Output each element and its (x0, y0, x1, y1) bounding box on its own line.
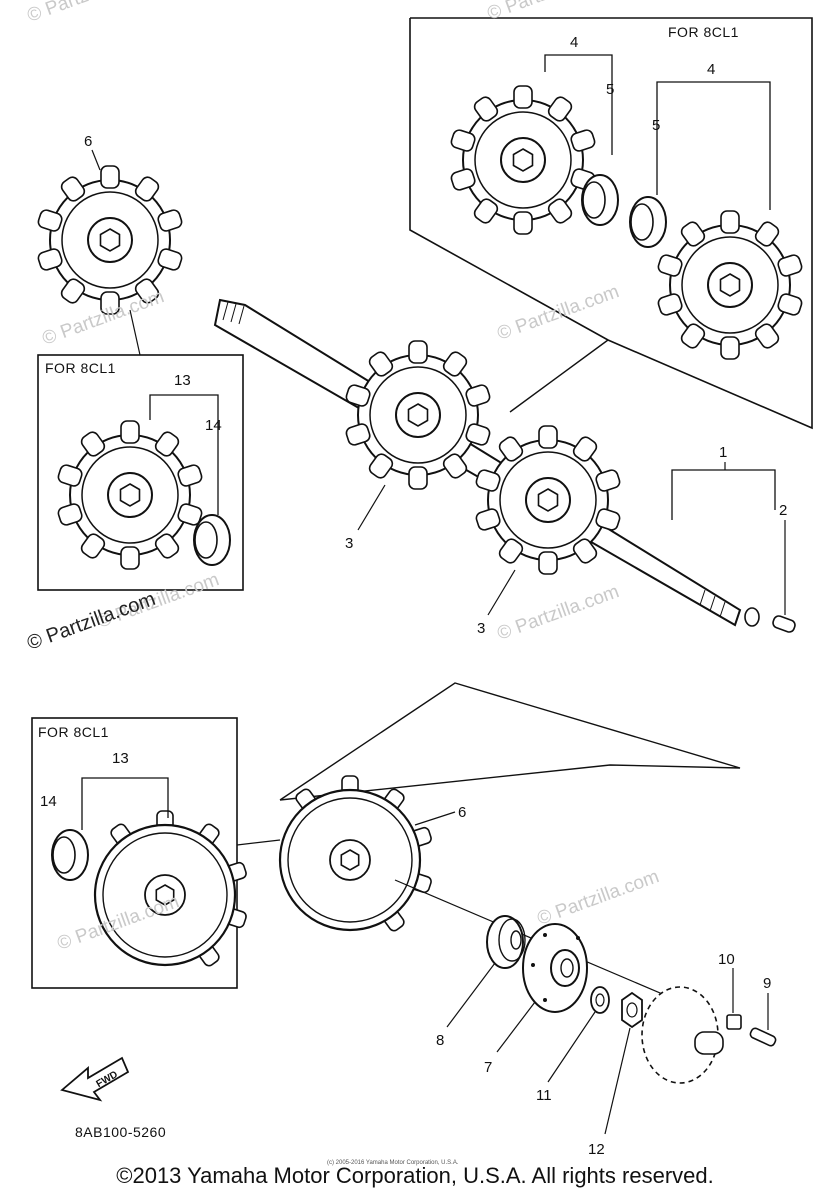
small-print: (c) 2005-2016 Yamaha Motor Corporation, … (327, 1160, 459, 1166)
sprocket-4a (448, 85, 598, 235)
bushing-5b (629, 196, 667, 248)
sprocket-4b (655, 210, 805, 360)
bracket-13-bottom (81, 777, 169, 830)
part-label-6-top: 6 (84, 133, 92, 150)
leader-8 (446, 962, 496, 1028)
diagram-code: 8AB100-5260 (75, 1124, 166, 1140)
part-label-5a: 5 (606, 81, 614, 98)
leader-12 (604, 1027, 631, 1135)
part-label-14-left: 14 (205, 417, 222, 434)
leader-6-bottom (414, 811, 456, 826)
nut-10 (726, 1014, 742, 1030)
part-label-6-bottom: 6 (458, 804, 466, 821)
drive-shaft (213, 298, 760, 627)
washer-11 (590, 986, 610, 1014)
part-label-10: 10 (718, 951, 735, 968)
box-title-left: FOR 8CL1 (45, 360, 116, 376)
leader-3b (487, 569, 516, 616)
part-label-8: 8 (436, 1032, 444, 1049)
part-label-3a: 3 (345, 535, 353, 552)
bushing-14-bottom (51, 829, 89, 881)
box-title-bottom-left: FOR 8CL1 (38, 724, 109, 740)
bracket-13-left (149, 394, 219, 515)
leader-3a (357, 484, 386, 531)
bracket-1 (671, 469, 776, 520)
bushing-14-left (193, 514, 231, 566)
wheel-6-bottom (278, 774, 434, 934)
sprocket-3b (473, 425, 623, 575)
copyright-footer: ©2013 Yamaha Motor Corporation, U.S.A. A… (116, 1163, 714, 1188)
inset-pointer-left (129, 309, 141, 356)
part-label-2: 2 (779, 502, 787, 519)
inset-box-top-right (409, 17, 813, 430)
part-label-13-bottom: 13 (112, 750, 129, 767)
box-title-top-right: FOR 8CL1 (668, 24, 739, 40)
part-label-7: 7 (484, 1059, 492, 1076)
bolt-9 (749, 1027, 777, 1047)
watermark-8: © Partzilla (25, 0, 114, 27)
part-label-1: 1 (719, 444, 727, 461)
watermark-4: © Partzilla.com (535, 866, 662, 930)
part-label-3b: 3 (477, 620, 485, 637)
hub-cap (641, 986, 724, 1084)
set-screw-2 (772, 615, 796, 633)
part-label-14-bottom: 14 (40, 793, 57, 810)
inset-pointer-bottom (279, 682, 741, 801)
bearing-8 (486, 915, 526, 969)
watermark-2: © Partzilla.com (495, 581, 622, 645)
bracket-4a (544, 54, 613, 155)
inset-box-bottom-left (31, 717, 238, 989)
leader-6-top (91, 149, 101, 171)
part-label-11: 11 (536, 1087, 552, 1104)
watermark-7: © Partzilla.com (485, 0, 612, 25)
inset-pointer-top-right (509, 339, 609, 413)
wheel-13-bottom (93, 809, 249, 969)
bushing-5a (581, 174, 619, 226)
inset-connector-bottom-left (236, 839, 281, 846)
sprocket-13-left (55, 420, 205, 570)
flange-7 (522, 923, 588, 1013)
part-label-4a: 4 (570, 34, 578, 51)
inset-box-left (37, 354, 244, 591)
part-label-4b: 4 (707, 61, 715, 78)
leader-7 (496, 1001, 536, 1053)
part-label-9: 9 (763, 975, 771, 992)
fwd-arrow: FWD (60, 1056, 130, 1102)
part-label-13-left: 13 (174, 372, 191, 389)
watermark-1: © Partzilla.com (495, 281, 622, 345)
leader-11 (547, 1011, 596, 1083)
part-label-12: 12 (588, 1141, 605, 1158)
watermark-main: © Partzilla.com (24, 588, 158, 655)
nut-12 (621, 991, 643, 1029)
bracket-4b (656, 81, 771, 210)
part-label-5b: 5 (652, 117, 660, 134)
